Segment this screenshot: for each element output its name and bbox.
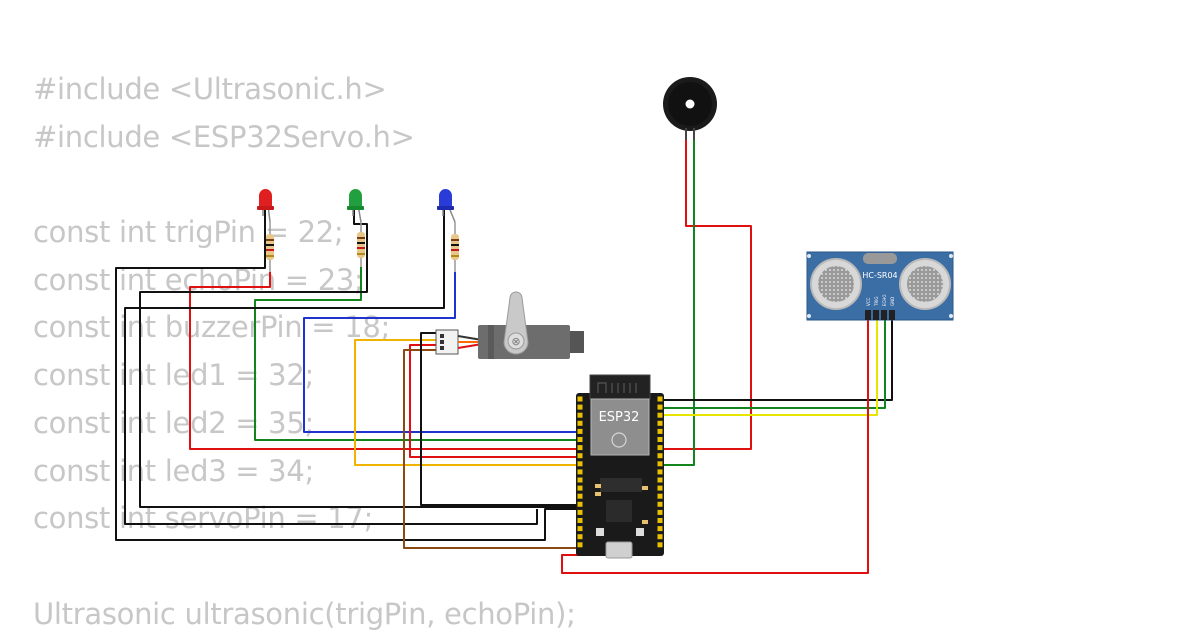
wire-sensor-trig[interactable] (660, 318, 878, 416)
wire-sensor-vcc[interactable] (561, 318, 869, 574)
esp32-pin[interactable] (657, 477, 663, 483)
esp32-pin-headers (577, 396, 663, 548)
esp32-pin[interactable] (657, 493, 663, 499)
esp32-pin[interactable] (577, 493, 583, 499)
esp32-pin[interactable] (577, 404, 583, 410)
esp32-board[interactable]: ESP32 (576, 374, 664, 559)
esp32-label: ESP32 (599, 410, 640, 425)
sensor-pin-echo: ECHO (882, 295, 887, 306)
esp32-pin[interactable] (577, 469, 583, 475)
esp32-pin[interactable] (657, 428, 663, 434)
resistor-1 (266, 222, 274, 272)
esp32-pin[interactable] (657, 453, 663, 459)
esp32-pin[interactable] (657, 404, 663, 410)
wire-red-led[interactable] (189, 272, 579, 450)
esp32-pin[interactable] (577, 461, 583, 467)
esp32-pin[interactable] (577, 396, 583, 402)
esp32-pin[interactable] (577, 420, 583, 426)
code-line-9: const int led3 = 34; (33, 453, 314, 488)
wire-green-led[interactable] (254, 267, 579, 441)
esp32-pin[interactable] (657, 501, 663, 507)
wire-buzzer-green[interactable] (660, 130, 695, 466)
wire-servo-gnd-2[interactable] (420, 332, 579, 506)
sensor-pin-gnd: GND (890, 297, 895, 306)
esp32-pin[interactable] (577, 526, 583, 532)
wire-gnd-led-1[interactable] (115, 210, 579, 541)
esp32-pin[interactable] (657, 518, 663, 523)
wire-sensor-echo[interactable] (660, 318, 886, 409)
esp32-pin[interactable] (577, 509, 583, 515)
esp32-pin[interactable] (657, 526, 663, 532)
esp32-pin[interactable] (577, 477, 583, 483)
wire-servo-vcc[interactable] (409, 344, 579, 458)
svg-text:⊗: ⊗ (511, 335, 520, 348)
usb-port (605, 541, 633, 559)
esp32-pin[interactable] (577, 445, 583, 451)
servo-motor[interactable]: ⊗ (435, 291, 584, 359)
esp32-pin[interactable] (577, 412, 583, 418)
wire-gnd-led-3[interactable] (124, 210, 538, 525)
esp32-pin[interactable] (577, 518, 583, 523)
esp32-pin[interactable] (577, 534, 583, 540)
sensor-label: HC-SR04 (862, 271, 897, 280)
ultrasonic-sensor[interactable]: HC-SR04 VCC TRIG ECHO GND (806, 251, 954, 321)
sensor-pin-trig: TRIG (874, 296, 879, 307)
wire-servo-signal[interactable] (354, 339, 579, 466)
esp32-pin[interactable] (657, 542, 663, 548)
wire-gnd-led-2[interactable] (139, 210, 579, 508)
wires (115, 130, 893, 574)
esp32-pin[interactable] (657, 420, 663, 426)
wire-sensor-gnd[interactable] (660, 318, 893, 401)
wire-buzzer-red[interactable] (660, 130, 752, 450)
esp32-pin[interactable] (577, 501, 583, 507)
buzzer[interactable] (663, 77, 717, 140)
esp32-pin[interactable] (577, 453, 583, 459)
code-line-1: #include <Ultrasonic.h> (33, 72, 387, 106)
wire-blue-led[interactable] (303, 272, 579, 433)
code-line-12: Ultrasonic ultrasonic(trigPin, echoPin); (33, 596, 576, 630)
espressif-logo-icon (611, 432, 627, 448)
led-green[interactable] (347, 189, 364, 223)
esp32-pin[interactable] (657, 485, 663, 491)
esp32-pin[interactable] (657, 509, 663, 515)
esp32-pin[interactable] (577, 428, 583, 434)
esp32-pin[interactable] (657, 469, 663, 475)
led-red[interactable] (257, 189, 274, 223)
esp32-pin[interactable] (657, 437, 663, 442)
sensor-pin-vcc: VCC (866, 297, 871, 306)
esp32-pin[interactable] (577, 485, 583, 491)
esp32-pin[interactable] (657, 461, 663, 467)
esp32-pin[interactable] (657, 412, 663, 418)
resistor-3 (451, 222, 459, 272)
esp32-pin[interactable] (657, 396, 663, 402)
code-background: #include <Ultrasonic.h> #include <ESP32S… (33, 66, 753, 630)
esp32-pin[interactable] (577, 542, 583, 548)
led-blue[interactable] (437, 189, 456, 223)
esp32-pin[interactable] (577, 437, 583, 442)
code-line-4: const int trigPin = 22; (33, 215, 344, 250)
resistor-2 (357, 222, 365, 267)
esp32-pin[interactable] (657, 445, 663, 451)
code-line-2: #include <ESP32Servo.h> (33, 119, 415, 154)
esp32-pin[interactable] (657, 534, 663, 540)
